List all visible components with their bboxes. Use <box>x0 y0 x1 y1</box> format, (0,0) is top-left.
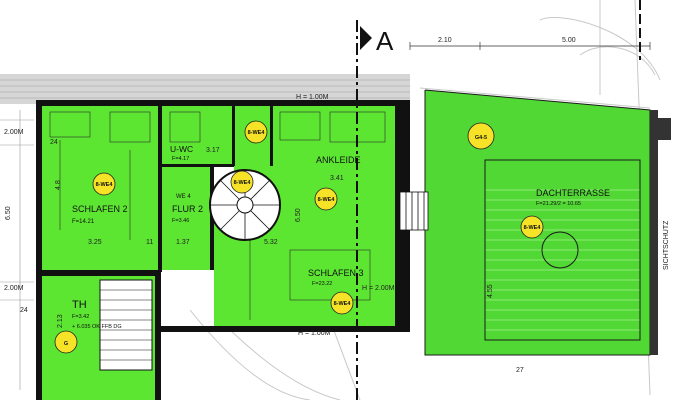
dim-schlafen2-bottom: 3.25 <box>88 239 102 246</box>
room-u-wc <box>162 106 234 166</box>
badge-g4-5: G4-5 <box>467 122 495 150</box>
terrace-area: F=21.29/2 = 10.65 <box>536 201 581 207</box>
svg-text:8-WE4: 8-WE4 <box>318 197 336 203</box>
dim-left-low: 24 <box>20 307 28 314</box>
svg-text:8-WE4: 8-WE4 <box>524 225 542 231</box>
section-marker: A <box>376 26 394 56</box>
svg-text:G4-5: G4-5 <box>475 135 487 141</box>
left-exterior <box>0 110 34 390</box>
th-stair <box>99 279 153 371</box>
room-area-th: F=3.42 <box>72 314 89 320</box>
top-dimension-line <box>409 42 651 50</box>
room-unit-flur-2: WE 4 <box>176 194 191 200</box>
dim-center-mid: 6.50 <box>295 208 302 222</box>
edge-label-sichtschutz: SICHTSCHUTZ <box>663 220 670 270</box>
badge-we4-3: 8-WE4 <box>230 170 254 194</box>
room-label-th: TH <box>72 299 87 311</box>
terrace-planter <box>655 118 671 140</box>
height-label-schlafen-3: H = 2.00M <box>362 285 395 292</box>
dim-terrace-bottom: 27 <box>516 367 524 374</box>
dim-left-top: 4.8 <box>55 180 62 190</box>
room-label-flur-2: FLUR 2 <box>172 204 203 214</box>
terrace-hatch <box>485 189 640 331</box>
terrace-privacy-screen <box>650 110 658 355</box>
room-flur-2 <box>162 166 214 270</box>
dim-wall-b: 24 <box>50 139 58 146</box>
section-arrow-icon <box>360 26 372 50</box>
svg-text:8-WE4: 8-WE4 <box>334 301 352 307</box>
badge-g: G <box>54 330 78 354</box>
dim-wall-a: 11 <box>146 239 153 246</box>
edge-label-left-bottom: 2.00M <box>4 285 24 292</box>
room-label-ankleide: ANKLEIDE <box>316 155 361 165</box>
roof-hatch <box>0 79 410 99</box>
room-label-schlafen-2: SCHLAFEN 2 <box>72 204 128 214</box>
dim-left-bottom: 2.13 <box>57 314 64 328</box>
terrace-door <box>399 191 429 231</box>
room-level-th: + 6.035 OK FFB DG <box>72 324 122 330</box>
terrace-label: DACHTERRASSE <box>536 188 610 198</box>
badge-we4-terrace: 8-WE4 <box>520 215 544 239</box>
height-label-top: H = 1.00M <box>296 94 329 101</box>
dim-terrace-side: 4.55 <box>487 284 494 298</box>
edge-label-left-top: 2.00M <box>4 129 24 136</box>
height-label-bottom: H = 1.00M <box>298 330 331 337</box>
top-dim-1: 2.10 <box>438 37 452 44</box>
top-dim-2: 5.00 <box>562 37 576 44</box>
svg-text:8-WE4: 8-WE4 <box>96 182 114 188</box>
dim-schlafen3-top: 5.32 <box>264 239 278 246</box>
badge-we4-1: 8-WE4 <box>92 172 116 196</box>
room-area-schlafen-2: F=14.21 <box>72 219 95 225</box>
badge-we4-5: 8-WE4 <box>330 291 354 315</box>
badge-we4-2: 8-WE4 <box>244 120 268 144</box>
roof-strip <box>0 74 410 104</box>
dim-uwc-right: 3.17 <box>206 147 220 154</box>
spiral-staircase <box>209 169 281 241</box>
badge-we4-4: 8-WE4 <box>314 187 338 211</box>
room-label-schlafen-3: SCHLAFEN 3 <box>308 268 364 278</box>
svg-text:G: G <box>64 341 68 347</box>
room-label-u-wc: U-WC <box>170 144 193 154</box>
room-area-schlafen-3: F=23.22 <box>312 281 332 287</box>
svg-text:8-WE4: 8-WE4 <box>248 130 266 136</box>
svg-text:8-WE4: 8-WE4 <box>234 180 252 186</box>
room-area-u-wc: F=4.17 <box>172 156 189 162</box>
dim-ankleide-mid: 3.41 <box>330 175 344 182</box>
dim-flur2-bottom: 1.37 <box>176 239 190 246</box>
dim-left-mid: 6.50 <box>5 206 12 220</box>
room-area-flur-2: F=3.46 <box>172 218 189 224</box>
